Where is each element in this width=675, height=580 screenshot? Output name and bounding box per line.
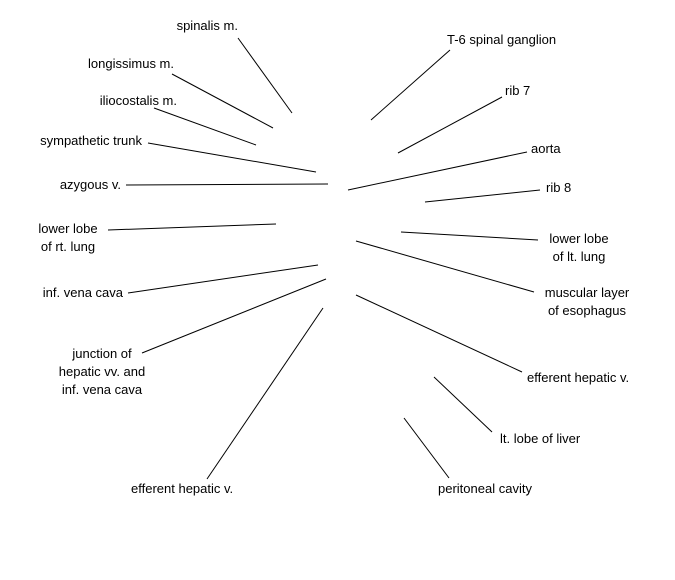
label-line: efferent hepatic v.: [131, 481, 234, 496]
label-line: inf. vena cava: [61, 382, 143, 397]
leader-lower-lobe-rt: [107, 223, 277, 231]
label-longissimus: longissimus m.: [88, 55, 174, 73]
leader-rib8: [424, 189, 541, 203]
label-azygous: azygous v.: [60, 176, 121, 194]
label-efferent-hepatic-right: efferent hepatic v.: [527, 369, 629, 387]
label-line: spinalis m.: [176, 18, 238, 33]
leader-t6-ganglion: [370, 49, 451, 121]
leader-efferent-hepatic-right: [355, 294, 523, 373]
label-line: lt. lobe of liver: [500, 431, 581, 446]
label-line: rib 7: [505, 83, 531, 98]
label-line: of rt. lung: [40, 239, 96, 254]
label-sympathetic-trunk: sympathetic trunk: [40, 132, 142, 150]
label-rib8: rib 8: [546, 179, 571, 197]
label-efferent-hepatic-left: efferent hepatic v.: [131, 480, 233, 498]
label-line: azygous v.: [59, 177, 121, 192]
label-rib7: rib 7: [505, 82, 530, 100]
label-lower-lobe-lt: lower lobe of lt. lung: [536, 230, 622, 266]
leader-inf-vena-cava: [127, 264, 319, 294]
label-iliocostalis: iliocostalis m.: [100, 92, 177, 110]
leader-peritoneal-cavity: [403, 417, 450, 479]
leader-efferent-hepatic-left: [206, 307, 324, 480]
leader-aorta: [347, 151, 528, 191]
label-inf-vena-cava: inf. vena cava: [43, 284, 123, 302]
label-line: of esophagus: [547, 303, 627, 318]
leader-azygous: [125, 183, 329, 186]
label-muscular-layer: muscular layer of esophagus: [532, 284, 642, 320]
leader-lower-lobe-lt: [400, 231, 539, 241]
label-line: of lt. lung: [552, 249, 606, 264]
leader-muscular-layer: [355, 240, 535, 293]
label-t6-ganglion: T-6 spinal ganglion: [447, 31, 556, 49]
label-peritoneal-cavity: peritoneal cavity: [438, 480, 532, 498]
label-line: junction of: [72, 346, 132, 361]
label-line: inf. vena cava: [42, 285, 123, 300]
label-spinalis: spinalis m.: [177, 17, 238, 35]
leader-sympathetic-trunk: [147, 142, 317, 173]
leader-junction: [141, 278, 327, 354]
label-line: T-6 spinal ganglion: [447, 32, 557, 47]
label-line: lower lobe: [38, 221, 98, 236]
label-lower-lobe-rt: lower lobe of rt. lung: [26, 220, 110, 256]
label-line: longissimus m.: [88, 56, 174, 71]
label-line: iliocostalis m.: [99, 93, 177, 108]
label-junction: junction of hepatic vv. and inf. vena cava: [44, 345, 160, 399]
label-aorta: aorta: [531, 140, 561, 158]
label-line: rib 8: [546, 180, 572, 195]
leader-rib7: [397, 96, 503, 154]
leader-iliocostalis: [153, 107, 257, 146]
label-line: muscular layer: [544, 285, 630, 300]
leader-longissimus: [171, 73, 274, 129]
label-line: efferent hepatic v.: [527, 370, 630, 385]
leader-spinalis: [237, 37, 293, 114]
leader-lt-lobe-liver: [433, 376, 493, 433]
label-line: aorta: [531, 141, 561, 156]
label-line: hepatic vv. and: [58, 364, 146, 379]
label-line: sympathetic trunk: [40, 133, 142, 148]
label-line: peritoneal cavity: [438, 481, 532, 496]
label-lt-lobe-liver: lt. lobe of liver: [500, 430, 580, 448]
label-line: lower lobe: [549, 231, 609, 246]
